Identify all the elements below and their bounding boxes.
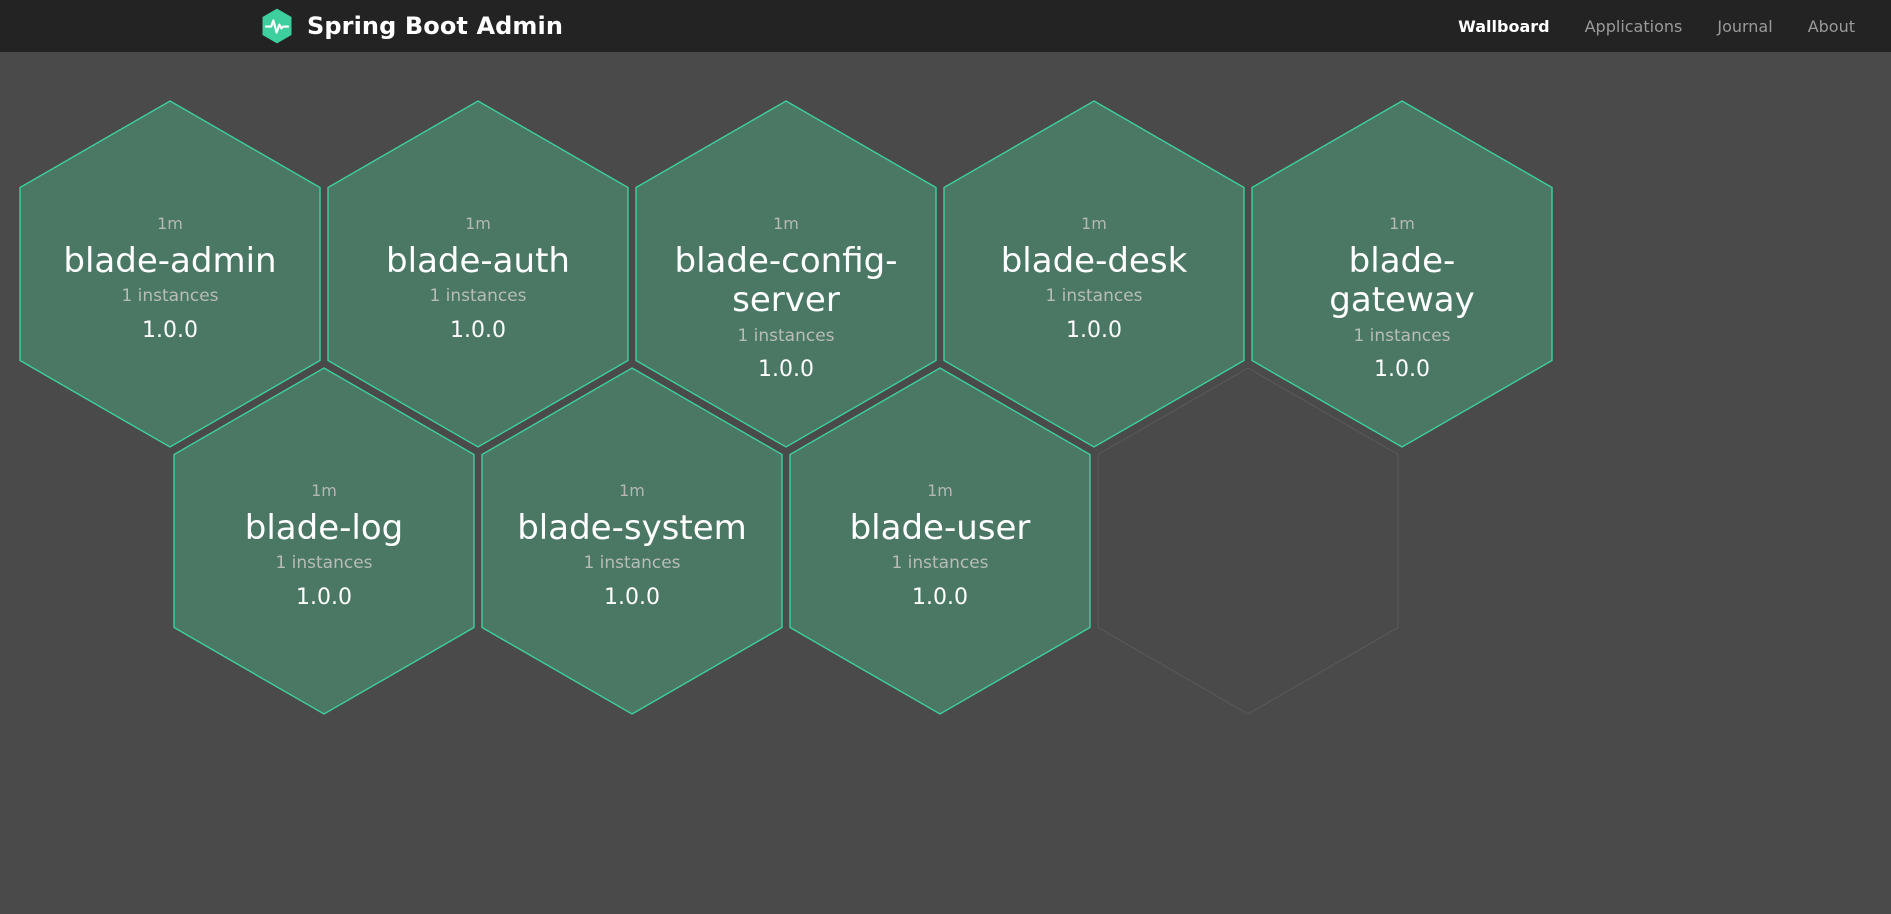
application-version: 1.0.0 [296,584,352,610]
application-instances: 1 instances [737,325,835,346]
application-version: 1.0.0 [450,317,506,343]
application-uptime: 1m [311,481,337,500]
application-hexagon-blade-log[interactable]: 1m blade-log 1 instances 1.0.0 [138,331,510,751]
application-version: 1.0.0 [1374,356,1430,382]
application-uptime: 1m [1389,214,1415,233]
application-name: blade-gateway [1329,241,1475,321]
application-uptime: 1m [157,214,183,233]
application-name: blade-auth [386,241,570,281]
application-instances: 1 instances [1353,325,1451,346]
application-uptime: 1m [465,214,491,233]
hexagon-application-shape[interactable] [481,367,783,715]
application-uptime: 1m [927,481,953,500]
application-name: blade-log [244,508,404,548]
hexagon-application-shape[interactable] [635,100,937,448]
main-nav: Wallboard Applications Journal About [1458,17,1855,36]
wallboard-canvas: 1m blade-admin 1 instances 1.0.0 1m blade-aut… [0,52,1891,914]
heartbeat-hexagon-logo-icon [258,7,296,45]
application-instances: 1 instances [429,286,527,307]
nav-link-applications[interactable]: Applications [1584,16,1683,36]
hexagon-application-shape[interactable] [1251,100,1553,448]
application-name: blade-admin [63,241,277,281]
application-version: 1.0.0 [1066,317,1122,343]
application-version: 1.0.0 [758,356,814,382]
brand-title: Spring Boot Admin [307,12,564,40]
hexagon-application-shape[interactable] [19,100,321,448]
application-hexagon-blade-user[interactable]: 1m blade-user 1 instances 1.0.0 [754,331,1126,751]
nav-link-wallboard[interactable]: Wallboard [1458,16,1550,36]
application-instances: 1 instances [275,553,373,574]
hexagon-application-shape[interactable] [943,100,1245,448]
top-navigation-bar: Spring Boot Admin Wallboard Applications… [0,0,1891,52]
application-hexagon-blade-auth[interactable]: 1m blade-auth 1 instances 1.0.0 [292,64,664,484]
application-hexagon-blade-desk[interactable]: 1m blade-desk 1 instances 1.0.0 [908,64,1280,484]
application-version: 1.0.0 [142,317,198,343]
application-name: blade-user [849,508,1031,548]
nav-link-about[interactable]: About [1807,16,1855,36]
hexagon-application-shape[interactable] [327,100,629,448]
application-hexagon-blade-gateway[interactable]: 1m blade-gateway 1 instances 1.0.0 [1216,64,1588,484]
application-uptime: 1m [619,481,645,500]
nav-link-journal[interactable]: Journal [1717,16,1773,36]
application-instances: 1 instances [1045,286,1143,307]
hexagon-application-shape[interactable] [789,367,1091,715]
application-instances: 1 instances [891,553,989,574]
application-name: blade-config-server [674,241,898,321]
application-instances: 1 instances [583,553,681,574]
application-version: 1.0.0 [912,584,968,610]
brand-home-link[interactable]: Spring Boot Admin [258,7,563,45]
application-hexagon-blade-config-server[interactable]: 1m blade-config-server 1 instances 1.0.0 [600,64,972,484]
application-instances: 1 instances [121,286,219,307]
application-version: 1.0.0 [604,584,660,610]
hexagon-application-shape[interactable] [173,367,475,715]
application-hexagon-blade-system[interactable]: 1m blade-system 1 instances 1.0.0 [446,331,818,751]
application-name: blade-desk [1000,241,1188,281]
application-hexagon-blade-admin[interactable]: 1m blade-admin 1 instances 1.0.0 [0,64,356,484]
hexagon-grid-shapes [19,100,1553,715]
application-uptime: 1m [1081,214,1107,233]
hexagon-empty-slot [1097,367,1399,715]
application-name: blade-system [517,508,747,548]
application-uptime: 1m [773,214,799,233]
